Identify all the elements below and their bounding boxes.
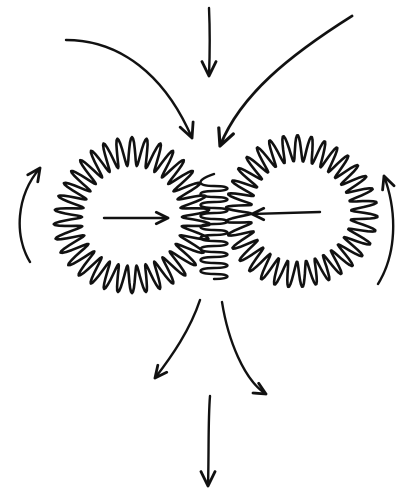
left-side-arrow [20,168,40,262]
inflow-arrow-top [202,8,216,76]
outflow-arrow-right [222,302,266,394]
outflow-arrow-bottom [201,396,215,486]
gears-group [54,135,378,293]
right-side-arrow [378,176,394,284]
right-gear-outline [226,135,377,286]
inflow-arrow-left [66,40,193,138]
left-gear-outline [54,137,210,293]
left-gear-inner-arrow [104,212,168,223]
inflow-arrow-right [219,16,352,146]
outflow-arrow-left [155,300,200,378]
right-gear-inner-arrow [252,208,320,219]
